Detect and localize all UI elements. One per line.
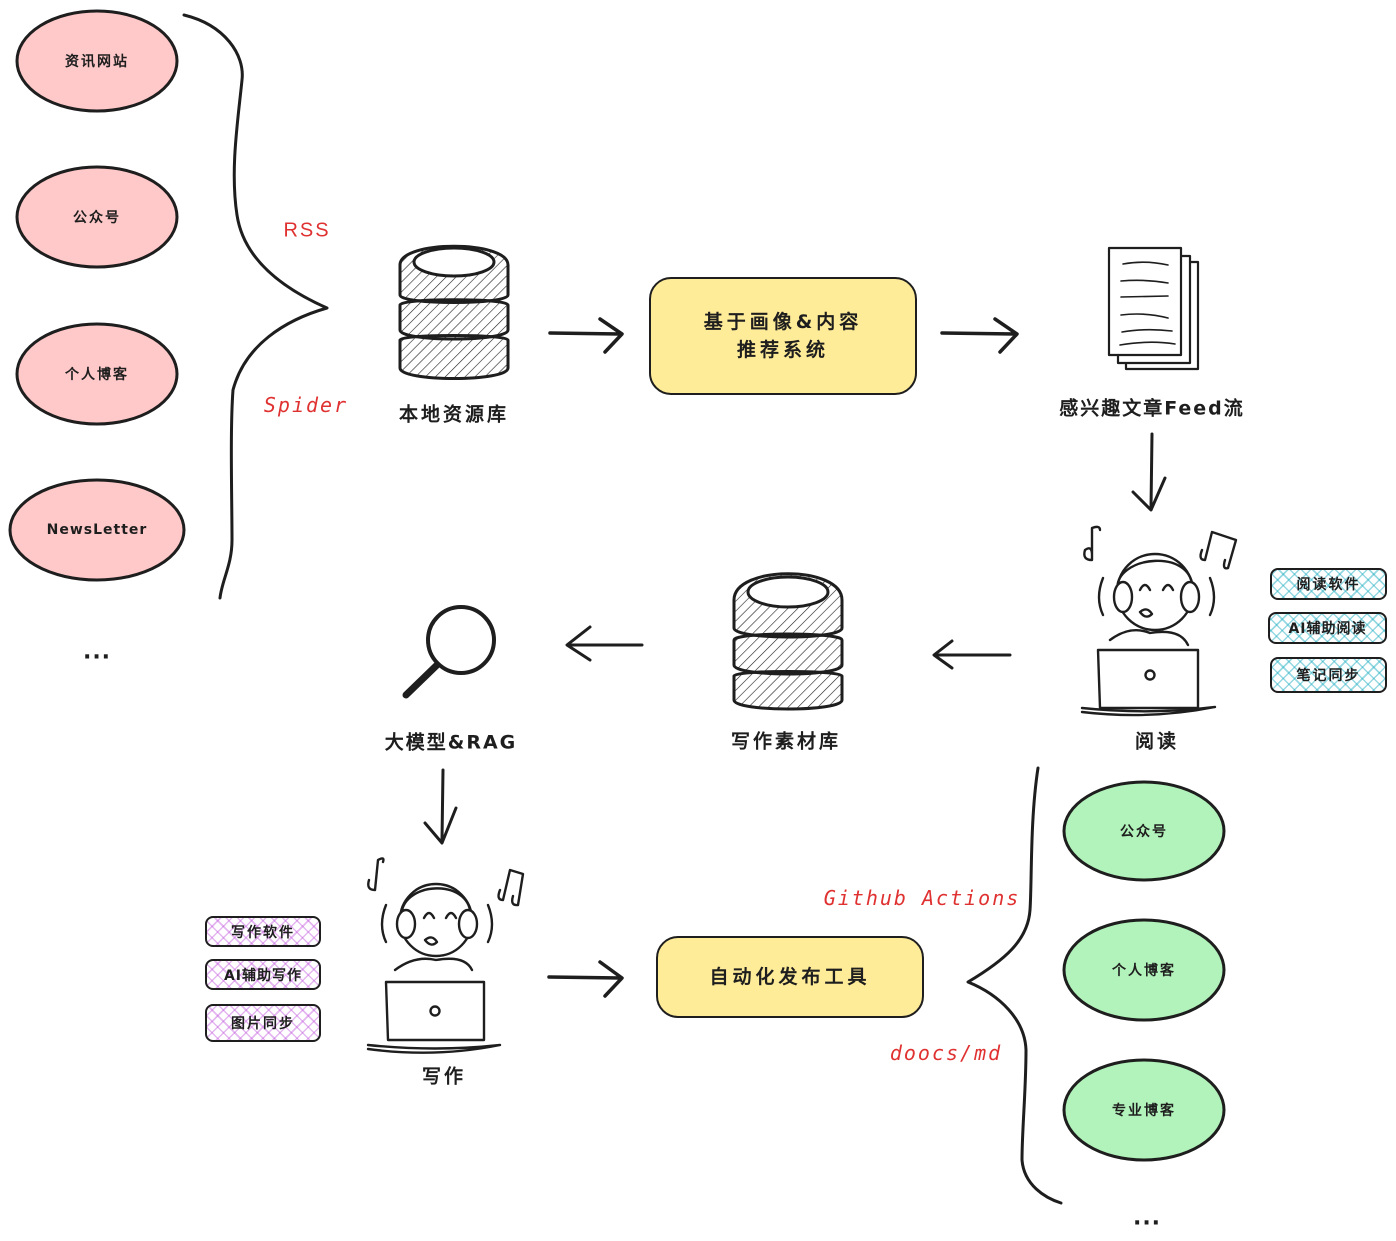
arrow-reading-to-writing-store	[932, 639, 1012, 670]
source-node-newsletter[interactable]	[8, 478, 186, 582]
reading-person-icon	[1080, 525, 1238, 717]
local-store-label: 本地资源库	[398, 403, 510, 426]
writing-person-icon	[366, 857, 525, 1054]
source-label: 资讯网站	[65, 54, 129, 70]
source-brace	[182, 13, 329, 600]
writing-tool-chip[interactable]: 图片同步	[205, 1004, 321, 1042]
source-label: 公众号	[73, 210, 121, 226]
writing-label: 写作	[421, 1065, 467, 1088]
target-node-personal-blog[interactable]	[1062, 918, 1226, 1022]
feed-label: 感兴趣文章Feed流	[1059, 397, 1245, 420]
llm-magnifier-icon	[402, 605, 496, 699]
target-node-professional-blog[interactable]	[1062, 1058, 1226, 1162]
target-node-wechat[interactable]	[1062, 780, 1226, 882]
arrow-feed-to-reading	[1131, 432, 1167, 512]
target-label: 专业博客	[1112, 1103, 1176, 1119]
arrow-writing-store-to-llm	[565, 625, 644, 662]
target-label: 公众号	[1120, 824, 1168, 840]
arrow-writing-to-publisher	[547, 960, 624, 998]
doocs-md-label: doocs/md	[889, 1041, 1003, 1065]
targets-more: ...	[1132, 1205, 1162, 1231]
rss-label: RSS	[283, 219, 331, 242]
writing-tool-chip[interactable]: 写作软件	[205, 916, 321, 947]
llm-label: 大模型&RAG	[384, 731, 518, 754]
reading-tool-chip[interactable]: 阅读软件	[1270, 568, 1387, 600]
source-node-news-sites[interactable]	[15, 9, 179, 113]
local-store-database-icon	[398, 244, 510, 380]
source-label: NewsLetter	[46, 522, 148, 538]
arrow-recommender-to-feed	[940, 317, 1019, 354]
reading-tool-chip[interactable]: 笔记同步	[1270, 657, 1387, 693]
writing-store-label: 写作素材库	[730, 730, 842, 753]
target-label: 个人博客	[1112, 963, 1176, 979]
arrow-llm-to-writing	[423, 768, 458, 845]
publisher-label: 自动化发布工具	[709, 965, 871, 988]
arrow-store-to-recommender	[548, 317, 624, 354]
writing-tool-chip[interactable]: AI辅助写作	[205, 959, 321, 990]
sources-more: ...	[82, 639, 112, 665]
reading-tool-chip[interactable]: AI辅助阅读	[1268, 612, 1387, 644]
github-actions-label: Github Actions	[823, 886, 1021, 910]
source-node-personal-blog[interactable]	[15, 322, 179, 426]
reading-label: 阅读	[1134, 730, 1180, 753]
writing-store-database-icon	[732, 572, 844, 711]
recommender-line1: 基于画像&内容	[703, 310, 863, 333]
source-label: 个人博客	[65, 367, 129, 383]
spider-label: Spider	[263, 393, 349, 417]
recommender-box[interactable]: 基于画像&内容 推荐系统	[649, 277, 917, 395]
recommender-line2: 推荐系统	[736, 339, 829, 361]
source-node-wechat[interactable]	[15, 165, 179, 269]
feed-documents-icon	[1107, 246, 1200, 371]
publisher-box[interactable]: 自动化发布工具	[656, 936, 924, 1018]
target-brace	[966, 766, 1063, 1205]
